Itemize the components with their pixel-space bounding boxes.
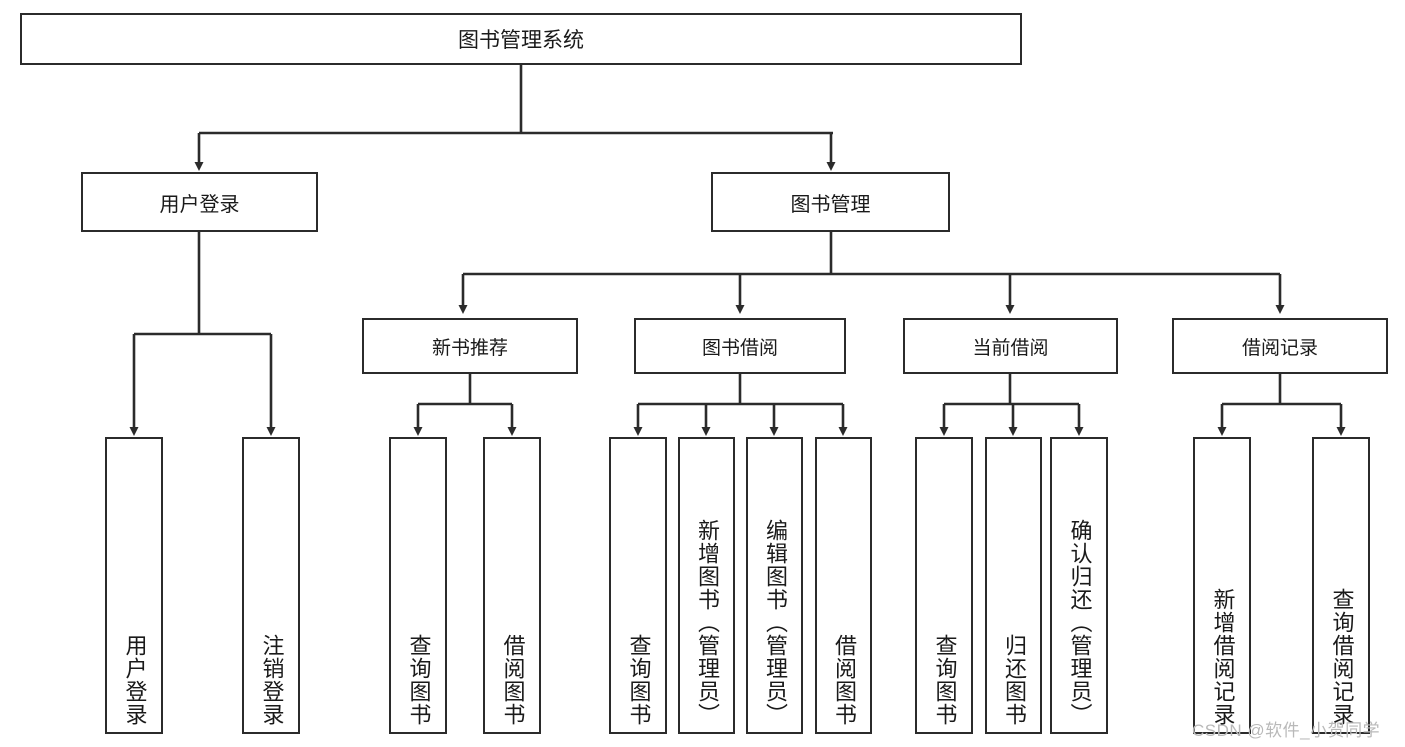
leaf-label: 查询图书 [932,634,958,726]
leaf-label: 新增图书（管理员） [694,519,720,726]
leaf-label: 确认归还（管理员） [1067,519,1093,726]
leaf-user-login[interactable]: 用户登录 [105,437,163,734]
node-root[interactable]: 图书管理系统 [20,13,1022,65]
watermark: CSDN @软件_小贺同学 [1192,721,1381,740]
node-book-borrow[interactable]: 图书借阅 [634,318,846,374]
leaf-label: 用户登录 [122,634,148,726]
leaf-label: 借阅图书 [500,634,526,726]
leaf-borrow-book[interactable]: 借阅图书 [815,437,872,734]
leaf-label: 新增借阅记录 [1210,588,1236,726]
node-label: 图书借阅 [701,337,778,359]
node-new-book-recommend[interactable]: 新书推荐 [362,318,578,374]
leaf-logout[interactable]: 注销登录 [242,437,300,734]
leaf-edit-book-admin[interactable]: 编辑图书（管理员） [746,437,803,734]
node-book-management[interactable]: 图书管理 [711,172,950,232]
leaf-return-book[interactable]: 归还图书 [985,437,1042,734]
node-label: 图书管理 [790,193,871,216]
leaf-label: 查询图书 [406,634,432,726]
node-user-login[interactable]: 用户登录 [81,172,318,232]
leaf-query-book-current[interactable]: 查询图书 [915,437,973,734]
leaf-label: 查询图书 [626,634,652,726]
leaf-label: 查询借阅记录 [1329,588,1355,726]
leaf-borrow-book-recommend[interactable]: 借阅图书 [483,437,541,734]
leaf-add-borrow-record[interactable]: 新增借阅记录 [1193,437,1251,734]
leaf-query-borrow-record[interactable]: 查询借阅记录 [1312,437,1370,734]
node-label: 当前借阅 [972,337,1049,359]
leaf-label: 注销登录 [259,634,285,726]
node-current-borrow[interactable]: 当前借阅 [903,318,1118,374]
leaf-confirm-return-admin[interactable]: 确认归还（管理员） [1050,437,1108,734]
node-label: 借阅记录 [1241,337,1318,359]
leaf-query-book-borrow[interactable]: 查询图书 [609,437,667,734]
leaf-add-book-admin[interactable]: 新增图书（管理员） [678,437,735,734]
leaf-label: 归还图书 [1001,634,1027,726]
leaf-label: 编辑图书（管理员） [762,519,788,726]
node-label: 图书管理系统 [458,29,584,52]
node-label: 用户登录 [159,193,240,216]
node-label: 新书推荐 [431,337,508,359]
leaf-label: 借阅图书 [831,634,857,726]
node-borrow-record[interactable]: 借阅记录 [1172,318,1388,374]
leaf-query-book-recommend[interactable]: 查询图书 [389,437,447,734]
